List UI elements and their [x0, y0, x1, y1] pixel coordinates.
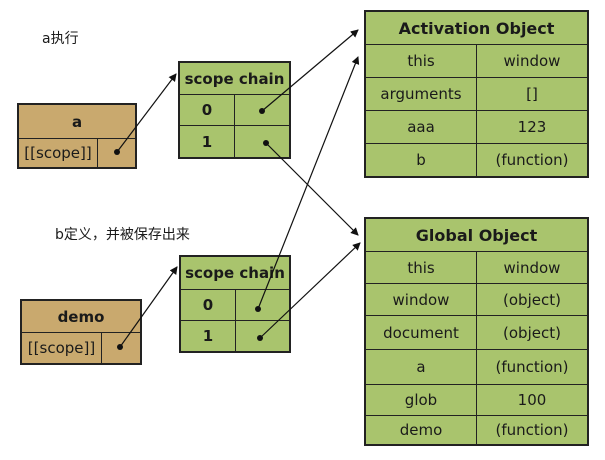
go-value-a: (function) — [477, 350, 587, 385]
activation-object-box: Activation Object this window arguments … — [364, 10, 589, 178]
caption-b-def: b定义，并被保存出来 — [55, 227, 190, 243]
go-value-demo: (function) — [495, 421, 569, 439]
scope-chain-b-row-0-ref — [236, 290, 289, 321]
scope-chain-a-row-0: 0 — [180, 95, 235, 126]
scope-chain-a-title: scope chain — [180, 63, 289, 95]
go-key-a: a — [366, 350, 477, 385]
scope-chain-b-row-1: 1 — [181, 321, 236, 351]
scope-chain-a-row-0-ref — [235, 95, 289, 126]
scope-chain-b-row-0: 0 — [181, 290, 236, 321]
function-a-name: a — [19, 105, 135, 139]
go-value-this: window — [477, 252, 587, 284]
global-object-title: Global Object — [366, 219, 587, 252]
arrow-sca-0-to-activation — [261, 29, 359, 112]
go-key-window: window — [366, 284, 477, 316]
ao-key-arguments: arguments — [366, 78, 477, 111]
scope-chain-a-row-1: 1 — [180, 126, 235, 157]
ao-value-b: (function) — [495, 151, 569, 169]
arrow-scb-0-to-activation — [257, 56, 360, 310]
caption-a-exec: a执行 — [42, 31, 79, 47]
go-key-demo: demo — [366, 416, 477, 444]
ao-value-aaa: 123 — [477, 111, 587, 144]
ao-key-b: b — [366, 144, 477, 176]
function-demo-box: demo [[scope]] — [20, 299, 142, 365]
go-key-this: this — [366, 252, 477, 284]
global-object-box: Global Object this window window (object… — [364, 217, 589, 446]
go-key-glob: glob — [366, 385, 477, 416]
arrow-a-to-scope-chain-a — [116, 73, 177, 153]
ao-key-aaa: aaa — [366, 111, 477, 144]
go-value-window: (object) — [477, 284, 587, 316]
function-demo-scope-label: [[scope]] — [22, 333, 102, 363]
go-value-document: (object) — [477, 316, 587, 350]
arrow-demo-to-scope-chain-b — [119, 266, 178, 348]
function-demo-name: demo — [22, 301, 140, 333]
scope-chain-b-box: scope chain 0 1 — [179, 255, 291, 353]
ao-key-this: this — [366, 45, 477, 78]
activation-object-title: Activation Object — [366, 12, 587, 45]
arrow-scb-1-to-global — [259, 242, 361, 339]
arrow-sca-1-to-global — [265, 142, 359, 236]
function-a-scope-label: [[scope]] — [19, 139, 98, 167]
scope-chain-a-box: scope chain 0 1 — [178, 61, 291, 159]
go-key-document: document — [366, 316, 477, 350]
ao-value-this: window — [477, 45, 587, 78]
function-a-box: a [[scope]] — [17, 103, 137, 169]
ao-value-arguments: [] — [477, 78, 587, 111]
scope-chain-b-title: scope chain — [181, 257, 289, 290]
go-value-glob: 100 — [477, 385, 587, 416]
